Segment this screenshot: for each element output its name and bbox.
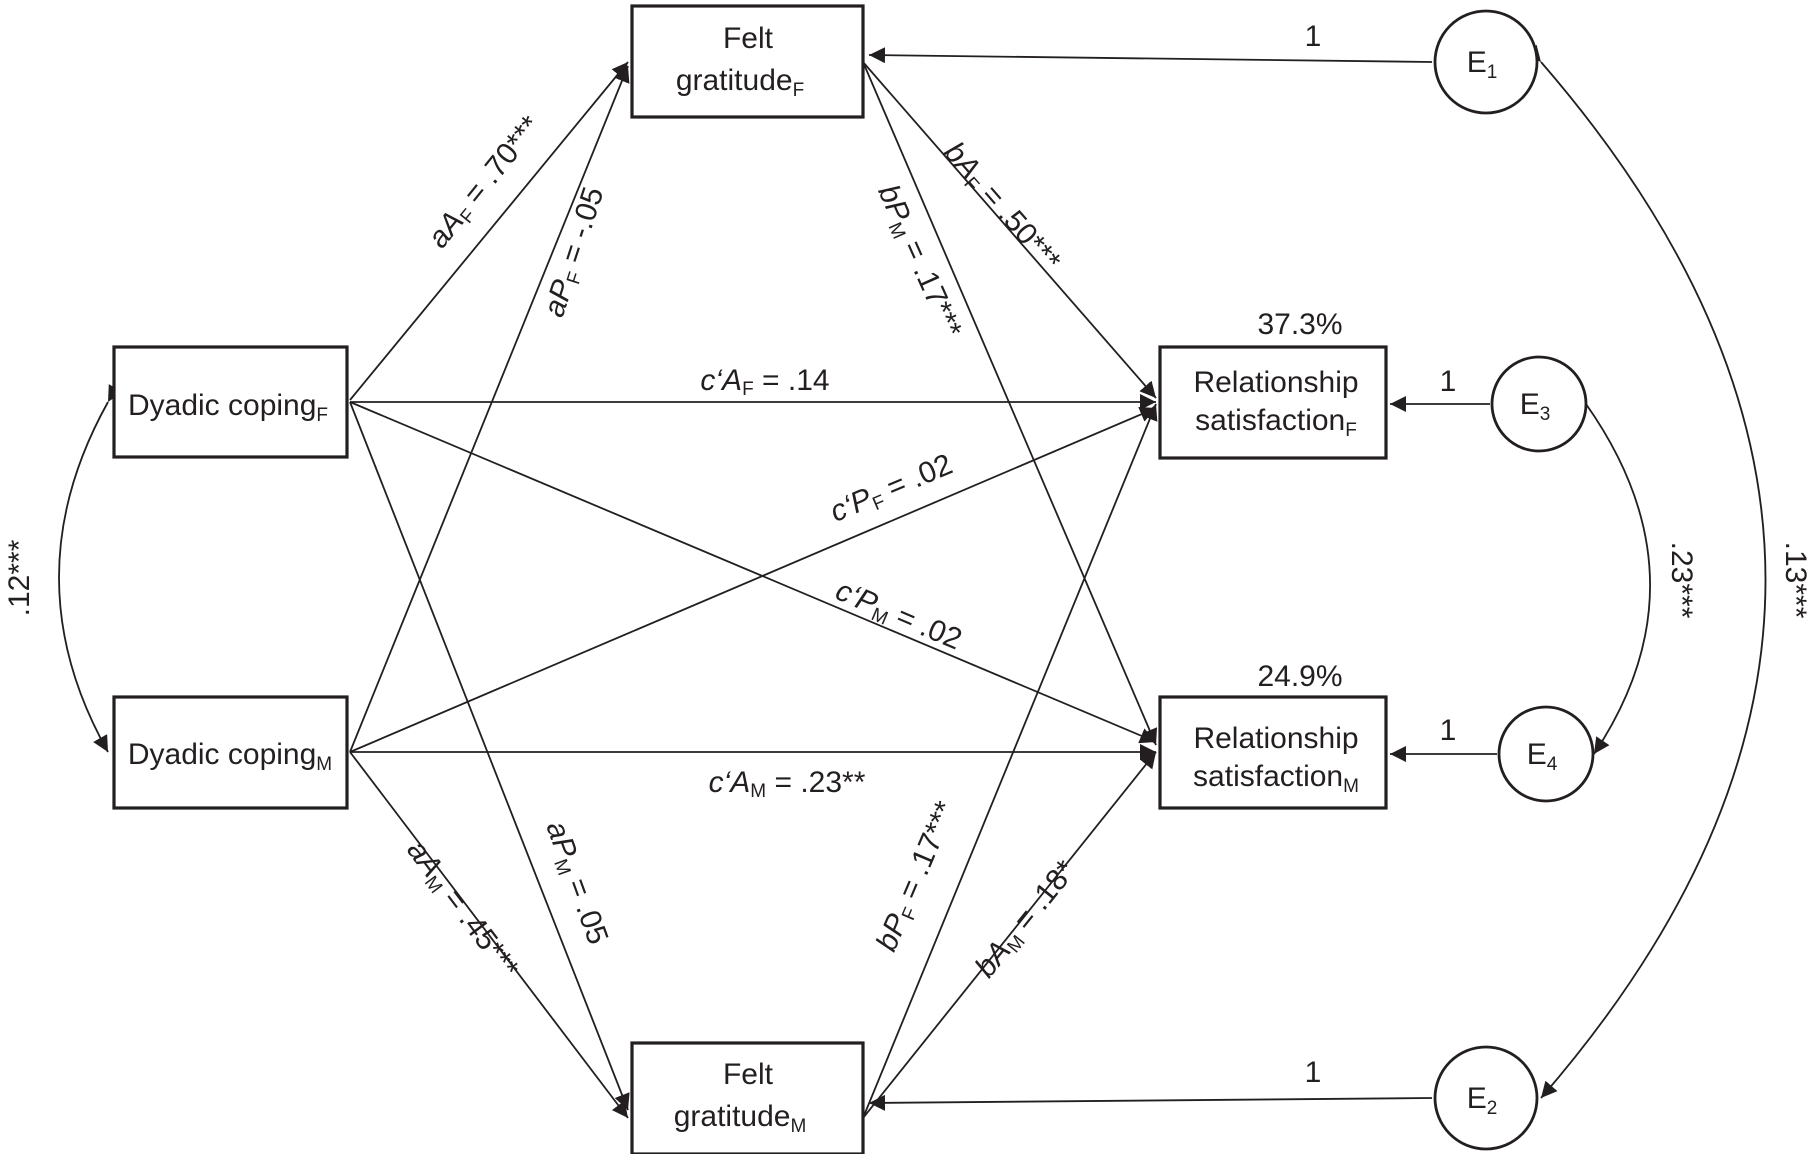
path-lines	[349, 47, 1497, 1119]
relationship-satisfaction-f-line2: satisfactionF	[1195, 404, 1357, 441]
error-e2-label: E2	[1467, 1082, 1498, 1119]
coef-cA-F: c‘AF = .14	[700, 364, 829, 400]
dyadic-coping-m-label: Dyadic copingM	[128, 738, 332, 775]
covariance-e1-e2-curve	[1524, 44, 1767, 1099]
path-bA-M	[862, 751, 1157, 1119]
coef-bA-M: bAM = .18*	[969, 854, 1085, 986]
covariance-e3-e4-curve	[1570, 386, 1651, 755]
relationship-satisfaction-f-line1: Relationship	[1193, 366, 1358, 399]
node-relationship-satisfaction-m: Relationship satisfactionM 24.9%	[1158, 660, 1388, 810]
felt-gratitude-f-line1: Felt	[723, 22, 774, 55]
node-felt-gratitude-f: Felt gratitudeF	[630, 4, 865, 119]
coef-aA-M: aAM = .45***	[398, 834, 525, 986]
error-e2: E2 1	[1305, 1045, 1539, 1151]
error-e4-label: E4	[1527, 738, 1558, 775]
r-squared-relationship-satisfaction-m: 24.9%	[1257, 660, 1342, 693]
relationship-satisfaction-m-line2: satisfactionM	[1193, 760, 1359, 797]
path-aP-F	[349, 65, 630, 753]
covariance-labels: .12*** .23*** .13***	[3, 539, 1812, 618]
covariance-curves	[58, 44, 1767, 1099]
error-e1: E1 1	[1305, 9, 1539, 115]
loading-e3: 1	[1440, 365, 1457, 398]
coef-bP-M: bPM = .17***	[869, 180, 969, 344]
error-e3-label: E3	[1520, 388, 1551, 425]
error-e4: E4 1	[1440, 705, 1595, 803]
loading-e4: 1	[1440, 714, 1457, 747]
relationship-satisfaction-m-line1: Relationship	[1193, 722, 1358, 755]
coef-aP-M: aPM = .05	[537, 817, 615, 950]
covariance-dyadic-coping-curve	[58, 384, 123, 753]
felt-gratitude-f-line2: gratitudeF	[676, 64, 804, 101]
node-dyadic-coping-m: Dyadic copingM	[112, 695, 349, 810]
path-bP-F	[862, 403, 1158, 1119]
coef-aP-F: aPF = -.05	[538, 183, 614, 322]
coef-bP-F: bPF = .17***	[870, 796, 965, 957]
path-coefficients: aAF = .70*** aPF = -.05 bAF = .50*** bPM…	[398, 110, 1085, 986]
felt-gratitude-m-line2: gratitudeM	[674, 1100, 807, 1137]
loading-e2: 1	[1305, 1056, 1322, 1089]
path-cP-M	[349, 401, 1157, 744]
covariance-e3-e4: .23***	[1665, 542, 1698, 619]
node-dyadic-coping-f: Dyadic copingF	[112, 345, 349, 459]
path-aP-M	[349, 401, 630, 1111]
path-e1-loading	[868, 47, 1433, 64]
dyadic-coping-f-label: Dyadic copingF	[128, 389, 328, 426]
coef-cP-M: c‘PM = .02	[830, 574, 967, 659]
coef-cP-F: c‘PF = .02	[825, 448, 958, 532]
error-e3: E3 1	[1440, 355, 1588, 453]
r-squared-relationship-satisfaction-f: 37.3%	[1257, 308, 1342, 341]
loading-e1: 1	[1305, 20, 1322, 53]
coef-bA-F: bAF = .50***	[935, 136, 1067, 280]
node-relationship-satisfaction-f: Relationship satisfactionF 37.3%	[1158, 308, 1388, 460]
error-e1-label: E1	[1467, 46, 1498, 83]
path-cP-F	[349, 406, 1157, 753]
path-aA-F	[349, 61, 629, 401]
path-aA-M	[349, 751, 629, 1119]
path-e2-loading	[868, 1094, 1433, 1111]
covariance-e1-e2: .13***	[1779, 542, 1812, 619]
felt-gratitude-m-line1: Felt	[723, 1058, 774, 1091]
covariance-dyadic-coping: .12***	[3, 539, 36, 616]
path-bA-F	[862, 61, 1157, 399]
coef-cA-M: c‘AM = .23**	[709, 766, 866, 802]
path-bP-M	[862, 61, 1158, 746]
node-felt-gratitude-m: Felt gratitudeM	[630, 1041, 865, 1154]
